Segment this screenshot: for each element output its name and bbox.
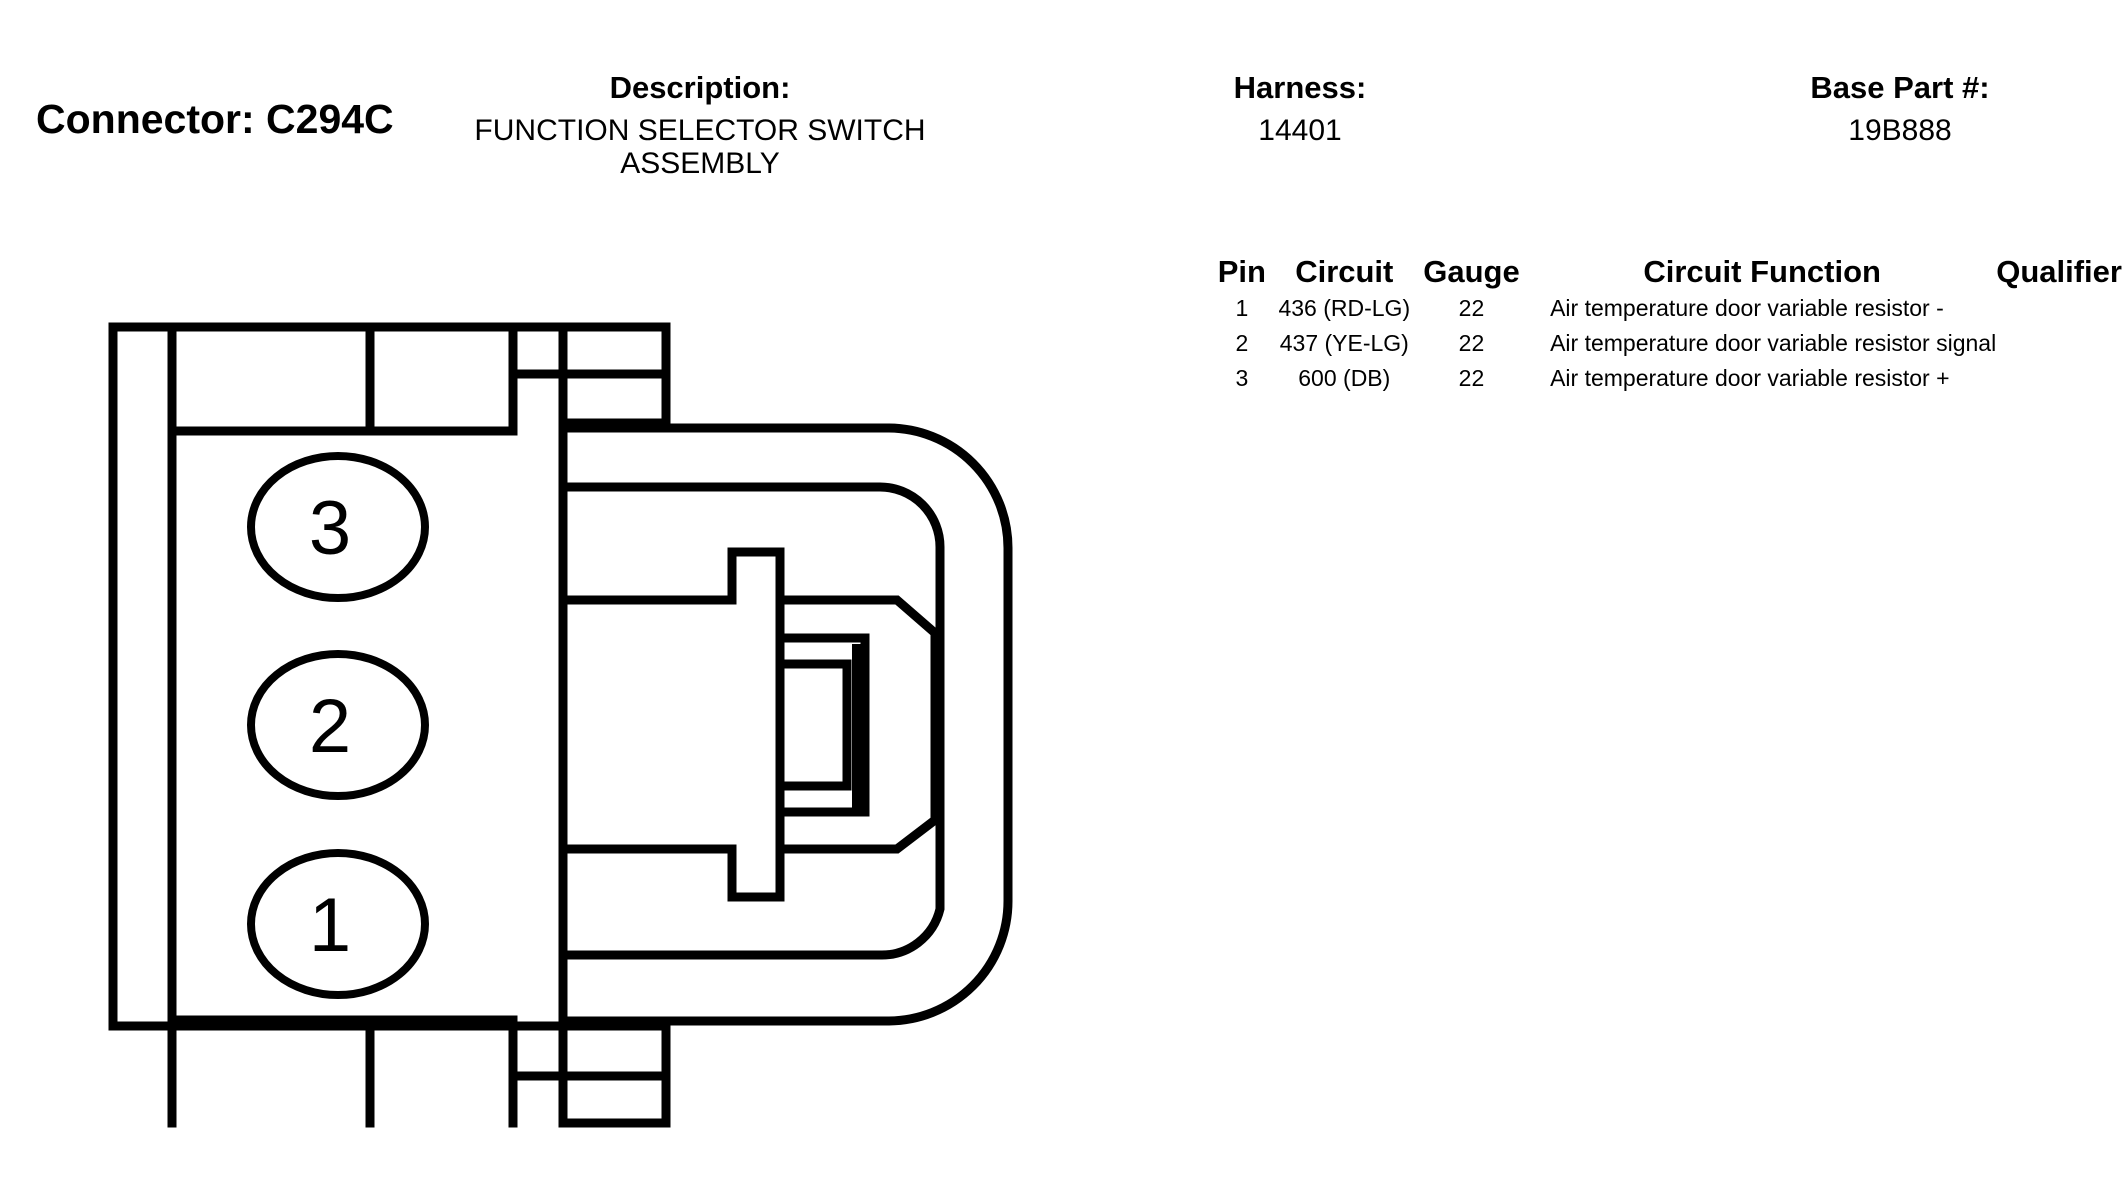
row-function: Air temperature door variable resistor s… — [1550, 330, 1997, 356]
harness-block: Harness: 14401 — [1180, 70, 1420, 147]
header-pin: Pin — [1217, 254, 1266, 289]
description-label: Description: — [609, 70, 791, 105]
description-value: FUNCTION SELECTOR SWITCH ASSEMBLY — [474, 114, 926, 180]
row-gauge: 22 — [1458, 295, 1485, 321]
table-row: 3 600 (DB) 22 Air temperature door varia… — [1210, 361, 2122, 396]
row-gauge: 22 — [1458, 365, 1485, 391]
description-block: Description: FUNCTION SELECTOR SWITCH AS… — [440, 70, 960, 180]
base-part-label: Base Part #: — [1810, 70, 1990, 105]
base-part-value: 19B888 — [1848, 114, 1952, 147]
table-row: 2 437 (YE-LG) 22 Air temperature door va… — [1210, 326, 2122, 361]
pin-label-1: 1 — [309, 883, 351, 968]
row-function: Air temperature door variable resistor - — [1550, 295, 1944, 321]
pin-label-2: 2 — [309, 684, 351, 769]
row-circuit: 600 (DB) — [1298, 365, 1391, 391]
header-qualifier: Qualifier — [1996, 254, 2122, 289]
header-circuit-function: Circuit Function — [1643, 254, 1881, 289]
lock-tab-outer — [558, 423, 1013, 1026]
row-pin: 3 — [1235, 365, 1249, 391]
pin-label-3: 3 — [309, 486, 351, 571]
pin-2-circle — [247, 650, 429, 800]
row-circuit: 436 (RD-LG) — [1278, 295, 1411, 321]
pin-table: Pin Circuit Gauge Circuit Function Quali… — [1210, 253, 2122, 396]
harness-label: Harness: — [1233, 70, 1367, 105]
base-part-block: Base Part #: 19B888 — [1780, 70, 2020, 147]
row-pin: 1 — [1235, 295, 1249, 321]
header-gauge: Gauge — [1423, 254, 1520, 289]
lock-tab-inner — [558, 482, 945, 960]
table-row: 1 436 (RD-LG) 22 Air temperature door va… — [1210, 291, 2122, 326]
housing-outline — [108, 322, 671, 1128]
pin-3-circle — [247, 452, 429, 602]
row-circuit: 437 (YE-LG) — [1279, 330, 1409, 356]
connector-title: Connector: C294C — [36, 96, 394, 142]
row-function: Air temperature door variable resistor + — [1550, 365, 1950, 391]
header-circuit: Circuit — [1295, 254, 1394, 289]
pin-1-circle — [247, 849, 429, 999]
harness-value: 14401 — [1258, 114, 1342, 147]
row-pin: 2 — [1235, 330, 1249, 356]
pin-table-header: Pin Circuit Gauge Circuit Function Quali… — [1210, 253, 2122, 291]
latch-body — [775, 595, 940, 854]
row-gauge: 22 — [1458, 330, 1485, 356]
